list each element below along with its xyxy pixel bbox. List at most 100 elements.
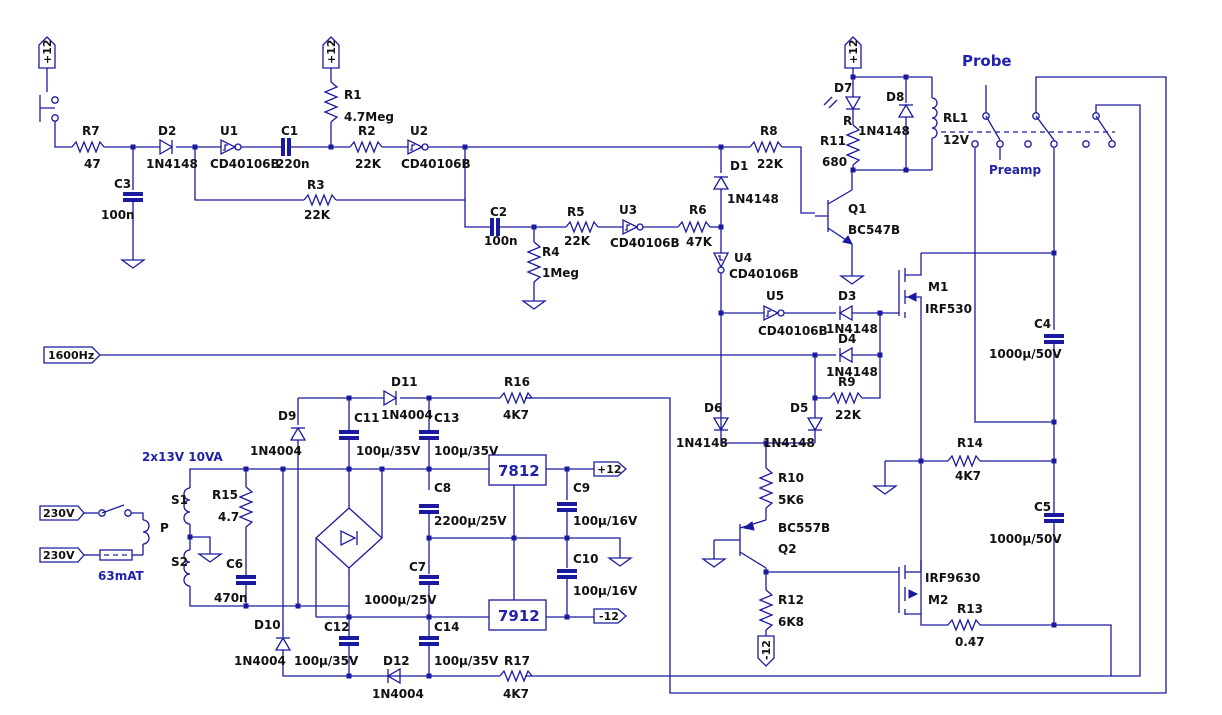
R4-label: R4 — [542, 245, 560, 259]
D12-label: D12 — [383, 654, 410, 668]
C10-value: 100µ/16V — [573, 584, 638, 598]
junction-dot — [531, 224, 537, 230]
junction-dot — [850, 167, 856, 173]
U1-inverter-bubble — [234, 143, 242, 151]
supply-flag-minus12: -12 — [757, 635, 775, 667]
ground-icon — [872, 478, 898, 495]
junction-dot — [462, 144, 468, 150]
U3-inverter-hyst — [625, 224, 630, 231]
C4-value: 1000µ/50V — [989, 347, 1062, 361]
D1-label: D1 — [730, 159, 748, 173]
junction-dot — [877, 352, 883, 358]
U4-label: U4 — [734, 251, 752, 265]
contact — [1024, 140, 1032, 148]
M1-value: IRF530 — [925, 302, 972, 316]
U4-value: CD40106B — [729, 267, 799, 281]
D3-label: D3 — [838, 289, 856, 303]
D6-diode — [712, 417, 730, 432]
C11-capacitor — [339, 430, 359, 440]
junction-dot — [1051, 250, 1057, 256]
junction-dot — [243, 466, 249, 472]
R9-label: R9 — [838, 375, 856, 389]
P-winding — [142, 519, 150, 555]
C14-label: C14 — [434, 620, 460, 634]
C1-capacitor — [281, 138, 291, 156]
R17-value: 4K7 — [503, 687, 529, 701]
M1-label: M1 — [928, 280, 948, 294]
S1-winding — [183, 487, 191, 525]
junction-dot — [426, 614, 432, 620]
R15-value: 4.7 — [218, 510, 239, 524]
R6-value: 47K — [686, 235, 713, 249]
C9-label: C9 — [573, 481, 590, 495]
R9-value: 22K — [835, 408, 862, 422]
preamp-label: Preamp — [989, 163, 1041, 177]
contact — [1108, 140, 1116, 148]
C6-capacitor — [236, 575, 256, 585]
D10-value: 1N4004 — [234, 654, 286, 668]
R3-label: R3 — [307, 178, 325, 192]
R14-label: R14 — [957, 436, 983, 450]
junction-dot — [346, 614, 352, 620]
out-flag-plus12: +12 — [593, 461, 627, 477]
R7-value: 47 — [84, 157, 101, 171]
C11-label: C11 — [354, 411, 380, 425]
R4-value: 1Meg — [542, 266, 579, 280]
R10-label: R10 — [778, 471, 804, 485]
C9-capacitor — [557, 502, 577, 512]
R12-resistor — [758, 589, 774, 631]
U2-inverter-hyst — [410, 144, 415, 151]
junction-dot — [763, 569, 769, 575]
C12-label: C12 — [324, 620, 350, 634]
junction-dot — [718, 144, 724, 150]
D3-diode — [838, 304, 853, 322]
junction-dot — [1051, 419, 1057, 425]
U3-inverter — [622, 218, 639, 236]
wire — [54, 121, 72, 148]
U5-inverter-bubble — [777, 309, 785, 317]
C11-value: 100µ/35V — [356, 444, 421, 458]
mains-flag-1: 230V — [39, 505, 85, 521]
junction-dot — [718, 224, 724, 230]
C2-label: C2 — [490, 205, 507, 219]
R16-label: R16 — [504, 375, 530, 389]
D9-diode — [289, 426, 307, 441]
junction-dot — [346, 466, 352, 472]
D6-label: D6 — [704, 401, 722, 415]
regulator-7912: 7912 — [488, 599, 547, 631]
C3-capacitor — [123, 192, 143, 202]
RL1-coil — [931, 77, 938, 170]
relay-switch — [1035, 115, 1055, 141]
R14-resistor — [947, 454, 981, 468]
R13-label: R13 — [957, 602, 983, 616]
M2-arrow — [908, 589, 919, 599]
wire — [862, 355, 881, 399]
R6-resistor — [677, 220, 711, 234]
supply-flag-plus12-c: +12 — [844, 36, 862, 69]
R7-resistor — [71, 140, 105, 154]
R17-resistor — [499, 669, 533, 683]
C8-capacitor — [419, 504, 439, 514]
R13-resistor — [947, 618, 981, 632]
S2-label: S2 — [171, 555, 188, 569]
C9-value: 100µ/16V — [573, 514, 638, 528]
U2-value: CD40106B — [401, 157, 471, 171]
D6-value: 1N4148 — [676, 436, 728, 450]
junction-dot — [426, 673, 432, 679]
C13-label: C13 — [434, 411, 460, 425]
D5-value: 1N4148 — [763, 436, 815, 450]
wires — [46, 68, 1167, 694]
R3-resistor — [303, 193, 337, 207]
R2-resistor — [349, 140, 383, 154]
R13-value: 0.47 — [955, 635, 985, 649]
R17-label: R17 — [504, 654, 530, 668]
R10-resistor — [758, 467, 774, 509]
Q2-value: BC557B — [778, 521, 830, 535]
ground-icon — [607, 550, 633, 567]
U3-inverter-bubble — [636, 223, 644, 231]
D11-diode — [383, 389, 398, 407]
M2-value: IRF9630 — [925, 571, 980, 585]
D7-light-icon — [823, 96, 838, 109]
junction-dot — [346, 673, 352, 679]
